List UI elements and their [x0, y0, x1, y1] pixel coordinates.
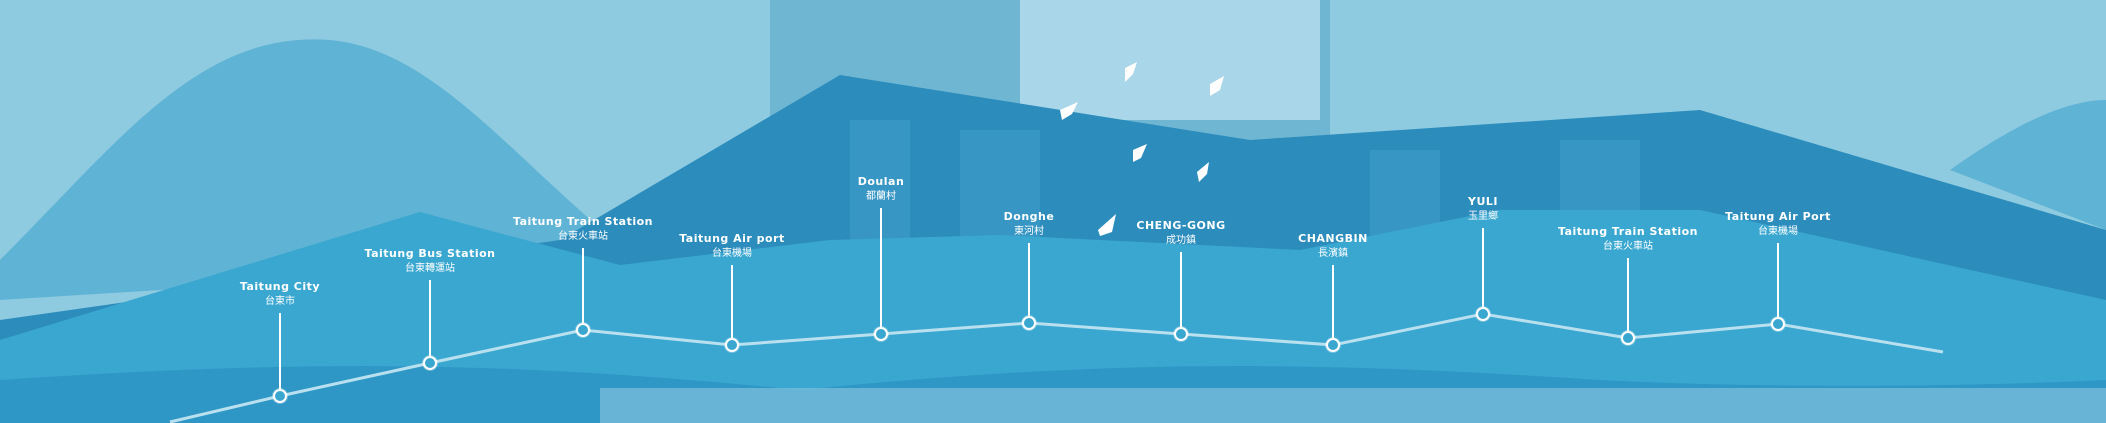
stop-pin: [1180, 252, 1182, 334]
stop-label[interactable]: Doulan 都蘭村: [858, 174, 905, 204]
stop-marker[interactable]: [423, 356, 437, 370]
stop-name-en: CHENG-GONG: [1136, 219, 1226, 232]
stop-name-zh: 台東火車站: [1603, 241, 1653, 252]
stop-pin: [731, 265, 733, 345]
stop-name-en: Taitung Air port: [679, 232, 785, 245]
stop-name-zh: 玉里鄉: [1468, 211, 1498, 222]
bird-icons: [1060, 62, 1224, 236]
stop-label[interactable]: Taitung Air port 台東機場: [679, 231, 785, 261]
stop-label[interactable]: Taitung Bus Station 台東轉運站: [364, 246, 495, 276]
stop-name-zh: 台東轉運站: [404, 263, 455, 274]
stop-pin: [880, 208, 882, 334]
stop-name-en: Taitung City: [239, 280, 321, 293]
stop-label[interactable]: CHENG-GONG 成功鎮: [1136, 218, 1225, 248]
stop-name-en: CHANGBIN: [1298, 232, 1368, 245]
stop-name-en: Taitung Train Station: [513, 215, 653, 228]
stop-pin: [1627, 258, 1629, 338]
stop-name-en: Taitung Air Port: [1725, 210, 1831, 223]
stop-name-zh: 台東火車站: [558, 231, 608, 242]
stop-name-zh: 成功鎮: [1166, 235, 1196, 246]
stop-label[interactable]: YULI 玉里鄉: [1468, 194, 1498, 224]
stop-marker[interactable]: [1476, 307, 1490, 321]
stop-pin: [1482, 228, 1484, 314]
stop-label[interactable]: CHANGBIN 長濱鎮: [1298, 231, 1368, 261]
stop-label[interactable]: Taitung Air Port 台東機場: [1725, 209, 1831, 239]
stop-marker[interactable]: [1621, 331, 1635, 345]
stop-label[interactable]: Taitung City 台東市: [240, 279, 320, 309]
stop-pin: [429, 280, 431, 363]
stop-name-en: YULI: [1468, 195, 1498, 208]
stop-name-zh: 台東市: [265, 296, 295, 307]
stop-marker[interactable]: [1771, 317, 1785, 331]
stop-name-zh: 東河村: [1014, 226, 1044, 237]
stop-pin: [582, 248, 584, 330]
stop-pin: [1332, 265, 1334, 345]
stop-name-zh: 台東機場: [1758, 226, 1798, 237]
stop-name-en: Doulan: [857, 175, 905, 188]
stop-pin: [279, 313, 281, 396]
stop-name-en: Taitung Train Station: [1558, 225, 1698, 238]
stop-label[interactable]: Taitung Train Station 台東火車站: [513, 214, 653, 244]
stop-marker[interactable]: [273, 389, 287, 403]
stop-marker[interactable]: [725, 338, 739, 352]
stop-name-zh: 都蘭村: [865, 191, 896, 202]
stop-marker[interactable]: [874, 327, 888, 341]
stop-label[interactable]: Donghe 東河村: [1004, 209, 1055, 239]
stop-name-en: Taitung Bus Station: [364, 247, 496, 260]
stop-name-zh: 台東機場: [712, 248, 752, 259]
stop-name-zh: 長濱鎮: [1318, 248, 1348, 259]
stop-pin: [1777, 243, 1779, 324]
stop-marker[interactable]: [1326, 338, 1340, 352]
stop-pin: [1028, 243, 1030, 323]
stop-label[interactable]: Taitung Train Station 台東火車站: [1558, 224, 1698, 254]
stop-name-en: Donghe: [1003, 210, 1055, 223]
stop-marker[interactable]: [1022, 316, 1036, 330]
stop-marker[interactable]: [576, 323, 590, 337]
stop-marker[interactable]: [1174, 327, 1188, 341]
